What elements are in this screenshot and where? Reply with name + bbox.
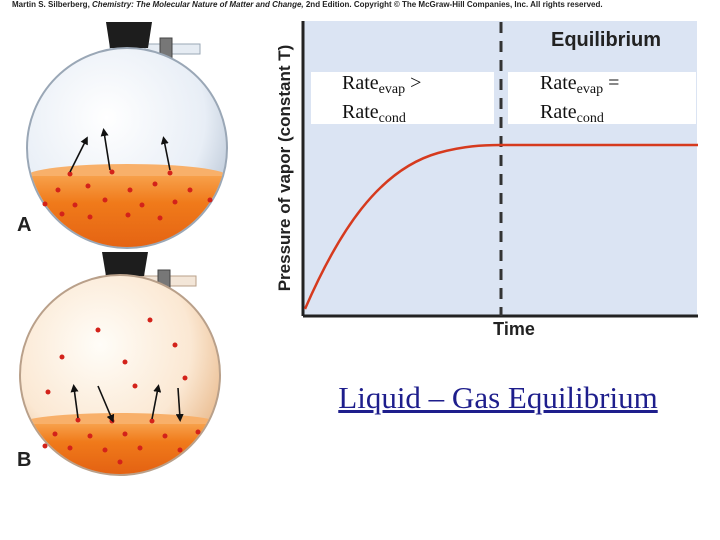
credit-author: Martin S. Silberberg, xyxy=(12,0,90,9)
vapor-pressure-curve xyxy=(303,143,698,310)
rate-word: Rate xyxy=(540,101,577,123)
credit-book: Chemistry: The Molecular Nature of Matte… xyxy=(92,0,304,9)
stopper-b xyxy=(102,252,148,276)
liquid-particles-b xyxy=(42,417,201,465)
liquid-particles-a xyxy=(42,169,213,221)
cond-subscript: cond xyxy=(576,111,604,126)
flask-illustrations xyxy=(19,22,228,476)
flask-a xyxy=(26,22,228,249)
vapor-particles-b xyxy=(45,317,188,395)
rate-evap-greater-cond: Rateevap > Ratecond xyxy=(311,72,494,126)
flask-a-label: A xyxy=(17,214,32,236)
credit-edition: 2nd Edition. Copyright © The McGraw-Hill… xyxy=(305,0,603,9)
vapor-pressure-chart: Equilibrium Time Pressure of vapor (cons… xyxy=(275,21,698,339)
equilibrium-label: Equilibrium xyxy=(551,29,661,51)
escape-arrows-a xyxy=(69,128,171,173)
rate-evap-equals-cond: Rateevap = Ratecond xyxy=(508,72,696,126)
copyright-credit: Martin S. Silberberg, Chemistry: The Mol… xyxy=(12,0,603,9)
cond-subscript: cond xyxy=(378,111,406,126)
evap-subscript: evap xyxy=(576,82,604,97)
rate-word: Rate xyxy=(342,101,379,123)
flask-b-label: B xyxy=(17,449,32,471)
y-axis-label: Pressure of vapor (constant T) xyxy=(275,45,294,292)
flask-b xyxy=(19,252,221,476)
comparison-operator: > xyxy=(410,72,422,94)
stopper-a xyxy=(106,22,152,48)
evap-subscript: evap xyxy=(378,82,406,97)
slide-title: Liquid – Gas Equilibrium xyxy=(338,380,658,415)
x-axis-label: Time xyxy=(493,319,535,339)
particle-arrows-b xyxy=(70,384,184,423)
comparison-operator: = xyxy=(608,72,620,94)
rate-word: Rate xyxy=(342,72,379,94)
rate-word: Rate xyxy=(540,72,577,94)
